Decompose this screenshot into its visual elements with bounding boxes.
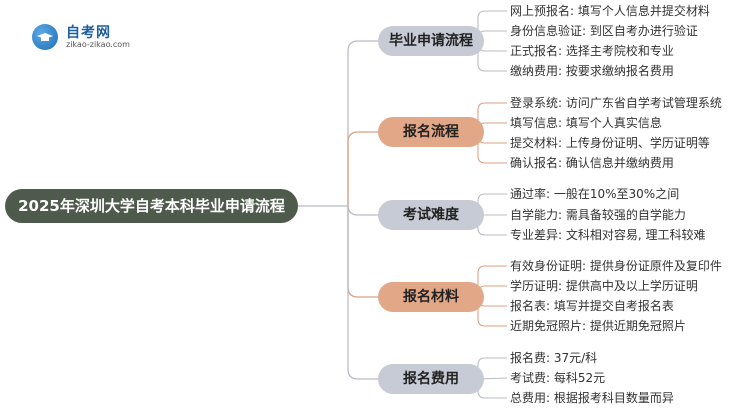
root-node[interactable]: 2025年深圳大学自考本科毕业申请流程 (5, 189, 298, 223)
branch-registration-materials[interactable]: 报名材料 (378, 282, 484, 312)
branch-graduation-application[interactable]: 毕业申请流程 (378, 26, 484, 56)
leaf-registration-fees-2[interactable]: 考试费: 每科52元 (510, 371, 606, 385)
leaf-registration-fees-3[interactable]: 总费用: 根据报考科目数量而异 (510, 391, 674, 405)
leaf-connector-registration-fees-1 (477, 357, 507, 379)
logo-title: 自考网 (66, 25, 111, 41)
trunk-connector-graduation-application (347, 40, 378, 206)
site-logo[interactable]: 自考网 zikao-zikao.com (32, 22, 142, 52)
leaf-connector-registration-materials-1 (477, 265, 507, 297)
trunk-connector-registration-materials (347, 206, 378, 298)
leaf-graduation-application-1[interactable]: 网上预报名: 填写个人信息并提交材料 (510, 4, 710, 18)
leaf-registration-process-2[interactable]: 填写信息: 填写个人真实信息 (510, 116, 662, 130)
leaf-connector-graduation-application-1 (477, 10, 507, 41)
leaf-connector-exam-difficulty-3 (477, 215, 507, 236)
leaf-registration-materials-2[interactable]: 学历证明: 提供高中及以上学历证明 (510, 279, 698, 293)
leaf-registration-materials-4[interactable]: 近期免冠照片: 提供近期免冠照片 (510, 319, 686, 333)
leaf-connector-exam-difficulty-1 (477, 193, 507, 215)
branch-registration-fees[interactable]: 报名费用 (378, 364, 484, 394)
leaf-connector-registration-process-1 (477, 102, 507, 132)
leaf-graduation-application-2[interactable]: 身份信息验证: 到区自考办进行验证 (510, 24, 698, 38)
leaf-exam-difficulty-2[interactable]: 自学能力: 需具备较强的自学能力 (510, 208, 686, 222)
branch-exam-difficulty[interactable]: 考试难度 (378, 200, 484, 230)
leaf-connector-graduation-application-4 (477, 41, 507, 72)
leaf-registration-process-4[interactable]: 确认报名: 确认信息并缴纳费用 (510, 156, 674, 170)
trunk-connector-exam-difficulty (347, 204, 378, 216)
leaf-registration-process-1[interactable]: 登录系统: 访问广东省自学考试管理系统 (510, 96, 722, 110)
graduation-cap-icon (32, 24, 58, 50)
leaf-exam-difficulty-1[interactable]: 通过率: 一般在10%至30%之间 (510, 187, 680, 201)
leaf-exam-difficulty-3[interactable]: 专业差异: 文科相对容易, 理工科较难 (510, 228, 706, 242)
trunk-connector-registration-process (347, 131, 378, 206)
leaf-registration-fees-1[interactable]: 报名费: 37元/科 (510, 351, 598, 365)
trunk-connector-registration-fees (347, 206, 378, 380)
leaf-registration-materials-3[interactable]: 报名表: 填写并提交自考报名表 (510, 299, 674, 313)
leaf-connector-registration-process-4 (477, 132, 507, 164)
branch-registration-process[interactable]: 报名流程 (378, 117, 484, 147)
leaf-registration-materials-1[interactable]: 有效身份证明: 提供身份证原件及复印件 (510, 259, 722, 273)
logo-url: zikao-zikao.com (66, 40, 130, 49)
leaf-graduation-application-4[interactable]: 缴纳费用: 按要求缴纳报名费用 (510, 64, 674, 78)
leaf-connector-registration-materials-4 (477, 297, 507, 327)
leaf-graduation-application-3[interactable]: 正式报名: 选择主考院校和专业 (510, 44, 674, 58)
leaf-registration-process-3[interactable]: 提交材料: 上传身份证明、学历证明等 (510, 136, 710, 150)
